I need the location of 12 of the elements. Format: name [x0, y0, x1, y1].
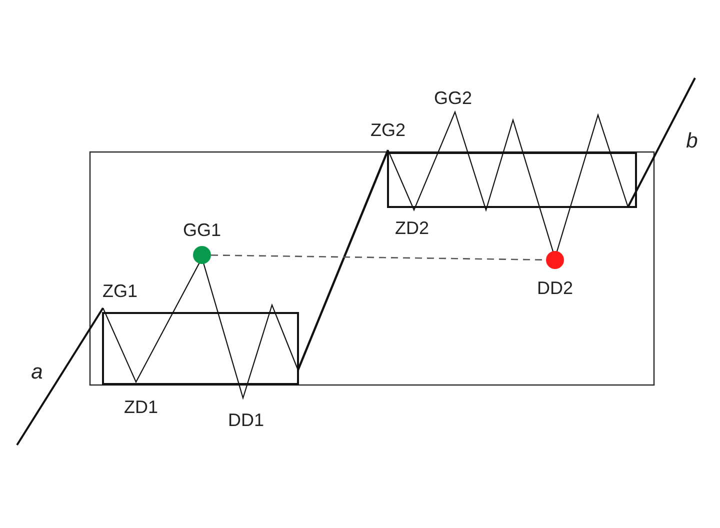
- point-marker: [546, 251, 564, 269]
- point-label: DD1: [228, 411, 264, 429]
- point-label: GG2: [434, 89, 472, 107]
- point-label: ZG2: [370, 121, 406, 139]
- point-label: GG1: [183, 221, 221, 239]
- point-label: ZD2: [395, 219, 429, 237]
- line-label: a: [31, 362, 43, 382]
- point-label: ZG1: [102, 282, 138, 300]
- point-marker: [193, 246, 211, 264]
- point-label: DD2: [537, 279, 573, 297]
- point-label: ZD1: [124, 398, 158, 416]
- line-label: b: [686, 130, 698, 152]
